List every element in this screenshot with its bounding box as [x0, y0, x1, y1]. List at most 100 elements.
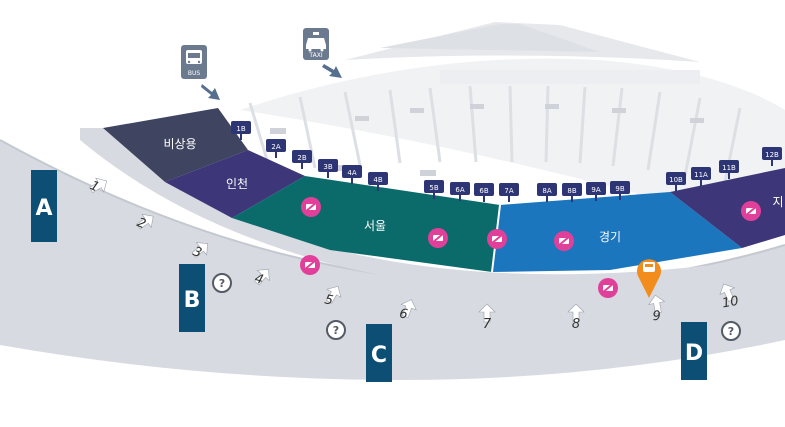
- gate-label: 6A: [455, 186, 464, 194]
- gate-label: 11B: [722, 164, 736, 172]
- door-arrow-icon: [89, 177, 108, 194]
- gate-label: 4B: [373, 176, 382, 184]
- gate-label: 5B: [429, 184, 438, 192]
- bus-sign-label: BUS: [188, 70, 201, 77]
- pillar-label: C: [371, 343, 387, 368]
- question-icon[interactable]: ?: [212, 273, 232, 293]
- door-arrow-icon: [191, 242, 208, 258]
- zone-seoul[interactable]: [232, 176, 500, 272]
- gate-badge-8a[interactable]: 8A: [537, 183, 557, 202]
- pillar-label: D: [685, 341, 703, 366]
- gate-label: 4A: [347, 169, 356, 177]
- gate-badge-5b[interactable]: 5B: [424, 180, 444, 199]
- pillar-label: A: [35, 196, 52, 221]
- door-8[interactable]: 8: [567, 303, 585, 332]
- door-10[interactable]: 10: [717, 281, 740, 312]
- no-entry-bus-icon: [301, 197, 321, 217]
- gate-badge-9b[interactable]: 9B: [610, 181, 630, 200]
- gate-badge-10b[interactable]: 10B: [666, 172, 686, 191]
- help-label: ?: [219, 277, 225, 290]
- door-number: 4: [253, 271, 265, 288]
- door-arrow-icon: [136, 213, 154, 230]
- pink-markers: [300, 197, 761, 298]
- gate-badge-9a[interactable]: 9A: [586, 182, 606, 201]
- no-entry-bus-icon: [487, 229, 507, 249]
- bus-stop-pin[interactable]: [637, 259, 661, 298]
- zone-label-emergency: 비상용: [163, 137, 196, 151]
- taxi-icon: [306, 32, 326, 52]
- gate-badge-11a[interactable]: 11A: [691, 167, 711, 186]
- door-4[interactable]: 4: [251, 264, 275, 288]
- bus-stop-pin-icon: [643, 262, 655, 272]
- gate-label: 1B: [236, 125, 245, 133]
- no-entry-bus-icon: [741, 201, 761, 221]
- door-6[interactable]: 6: [398, 297, 419, 323]
- gate-badge-4b[interactable]: 4B: [368, 172, 388, 191]
- door-arrow-icon: [719, 283, 736, 302]
- zone-partial[interactable]: [670, 168, 785, 248]
- pillar-a: A: [31, 170, 57, 242]
- gate-label: 3B: [323, 163, 332, 171]
- gate-label: 9A: [591, 186, 600, 194]
- door-5[interactable]: 5: [322, 282, 345, 309]
- gate-badge-11b[interactable]: 11B: [719, 160, 739, 179]
- zone-emergency[interactable]: [103, 108, 248, 182]
- gate-label: 12B: [765, 151, 779, 159]
- door-number: 8: [572, 317, 580, 332]
- gate-label: 8B: [567, 187, 576, 195]
- gate-badge-8b[interactable]: 8B: [562, 183, 582, 202]
- zone-label-partial: 지: [772, 195, 783, 209]
- taxi-sign[interactable]: TAXI: [303, 28, 329, 60]
- question-icon[interactable]: ?: [326, 320, 346, 340]
- pillar-c: C: [366, 324, 392, 382]
- door-arrow-icon: [400, 299, 417, 318]
- gate-label: 9B: [615, 185, 624, 193]
- pillars: A B C D: [31, 170, 707, 382]
- door-number: 10: [721, 294, 740, 312]
- door-9[interactable]: 9: [647, 294, 666, 325]
- question-icon[interactable]: ?: [721, 321, 741, 341]
- door-arrow-icon: [478, 303, 496, 323]
- gate-badges: 1B 2A 2B 3B 4A 4B 5B 6A 6B 7A 8A 8B 9A 9B 10B 11A 11B 12B: [231, 121, 782, 202]
- help-marks: ???: [212, 273, 741, 341]
- outer-road: [0, 140, 785, 427]
- zone-label-incheon: 인천: [226, 176, 248, 191]
- gate-badge-1b[interactable]: 1B: [231, 121, 251, 140]
- zone-label-seoul: 서울: [364, 219, 386, 233]
- gate-label: 2B: [297, 154, 306, 162]
- gate-badge-6a[interactable]: 6A: [450, 182, 470, 201]
- door-arrow-icon: [648, 294, 666, 314]
- gate-label: 7A: [504, 187, 513, 195]
- zone-gyeonggi[interactable]: [492, 192, 742, 272]
- gate-label: 6B: [479, 187, 488, 195]
- terminal-building: [240, 22, 785, 235]
- gate-label: 8A: [542, 187, 551, 195]
- door-arrow-icon: [325, 285, 342, 304]
- bus-sign[interactable]: BUS: [181, 45, 207, 79]
- help-label: ?: [333, 324, 339, 337]
- gate-label: 2A: [271, 143, 280, 151]
- gate-badge-4a[interactable]: 4A: [342, 165, 362, 184]
- zone-label-gyeonggi: 경기: [599, 230, 621, 244]
- door-arrow-icon: [567, 303, 585, 323]
- no-entry-bus-icon: [598, 278, 618, 298]
- gate-badge-7a[interactable]: 7A: [499, 183, 519, 202]
- gate-badge-6b[interactable]: 6B: [474, 183, 494, 202]
- no-entry-bus-icon: [554, 231, 574, 251]
- gate-badge-2b[interactable]: 2B: [292, 150, 312, 169]
- door-number: 7: [483, 317, 492, 332]
- door-number: 6: [398, 307, 408, 323]
- gate-label: 10B: [669, 176, 683, 184]
- gate-label: 11A: [694, 171, 708, 179]
- gate-badge-12b[interactable]: 12B: [762, 147, 782, 166]
- pillar-d: D: [681, 322, 707, 380]
- gate-badge-3b[interactable]: 3B: [318, 159, 338, 178]
- no-entry-bus-icon: [428, 228, 448, 248]
- bus-icon: [186, 50, 202, 64]
- gate-badge-2a[interactable]: 2A: [266, 139, 286, 158]
- pillar-b: B: [179, 264, 205, 332]
- door-7[interactable]: 7: [478, 303, 496, 332]
- zone-incheon[interactable]: [165, 150, 305, 218]
